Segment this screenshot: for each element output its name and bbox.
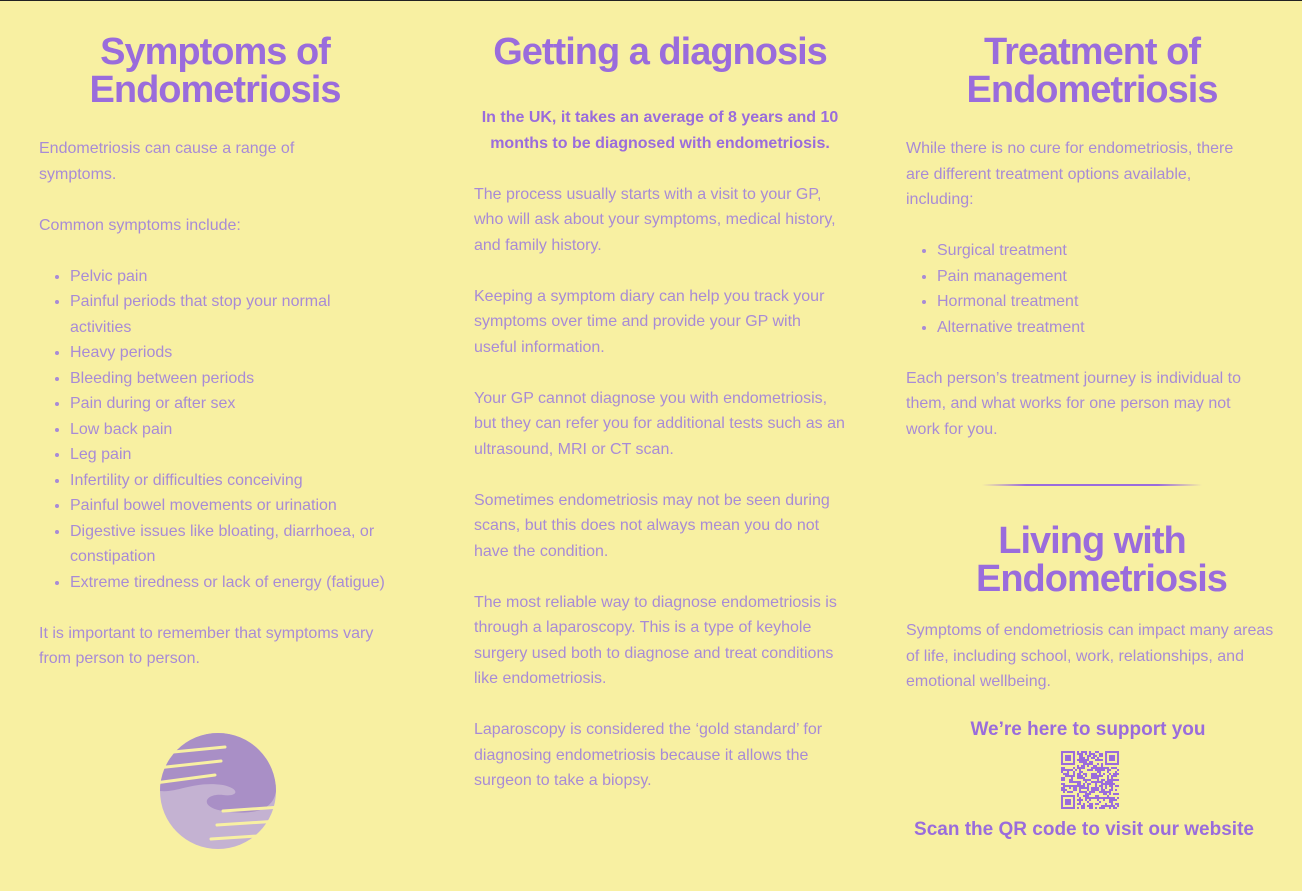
living-title: Living with Endometriosis — [976, 520, 1228, 600]
diagnosis-paragraphs: The process usually starts with a visit … — [474, 182, 846, 794]
diagnosis-paragraph: Laparoscopy is considered the ‘gold stan… — [474, 721, 823, 789]
treatment-column: Treatment of Endometriosis While there i… — [906, 1, 1278, 843]
list-item: Hormonal treatment — [937, 289, 1278, 315]
symptoms-outro: It is important to remember that symptom… — [39, 624, 374, 668]
list-item: Pain management — [937, 264, 1278, 290]
diagnosis-paragraph: Keeping a symptom diary can help you tra… — [474, 287, 825, 356]
support-heading: We’re here to support you — [970, 718, 1206, 740]
hands-logo-icon — [153, 723, 283, 849]
list-item: Pelvic pain — [70, 264, 391, 290]
symptoms-list: Pelvic painPainful periods that stop you… — [39, 264, 391, 596]
section-divider — [982, 484, 1202, 486]
symptoms-column: Symptoms of Endometriosis Endometriosis … — [39, 1, 391, 849]
list-item: Bleeding between periods — [70, 366, 391, 392]
list-item: Extreme tiredness or lack of energy (fat… — [70, 570, 391, 596]
diagnosis-highlight: In the UK, it takes an average of 8 year… — [481, 109, 839, 152]
living-text: Symptoms of endometriosis can impact man… — [906, 622, 1274, 690]
list-item: Painful bowel movements or urination — [70, 493, 391, 519]
scan-qr-text: Scan the QR code to visit our website — [914, 819, 1254, 840]
list-item: Heavy periods — [70, 340, 391, 366]
treatment-title: Treatment of Endometriosis — [966, 31, 1219, 111]
list-item: Pain during or after sex — [70, 391, 391, 417]
diagnosis-paragraph: Your GP cannot diagnose you with endomet… — [474, 389, 845, 458]
diagnosis-paragraph: The process usually starts with a visit … — [474, 185, 836, 254]
list-item: Surgical treatment — [937, 238, 1278, 264]
qr-code-icon[interactable] — [1061, 751, 1119, 809]
diagnosis-paragraph: Sometimes endometriosis may not be seen … — [474, 491, 830, 560]
diagnosis-title: Getting a diagnosis — [493, 31, 828, 73]
list-item: Leg pain — [70, 442, 391, 468]
list-item: Infertility or difficulties conceiving — [70, 468, 391, 494]
list-item: Low back pain — [70, 417, 391, 443]
list-item: Alternative treatment — [937, 315, 1278, 341]
treatment-intro: While there is no cure for endometriosis… — [906, 140, 1234, 208]
diagnosis-paragraph: The most reliable way to diagnose endome… — [474, 593, 837, 688]
symptoms-list-lead: Common symptoms include: — [39, 216, 241, 234]
symptoms-intro: Endometriosis can cause a range of sympt… — [39, 140, 295, 183]
list-item: Painful periods that stop your normal ac… — [70, 289, 391, 340]
treatment-outro: Each person’s treatment journey is indiv… — [906, 369, 1241, 438]
diagnosis-column: Getting a diagnosis In the UK, it takes … — [474, 1, 846, 819]
list-item: Digestive issues like bloating, diarrhoe… — [70, 519, 391, 570]
symptoms-title: Symptoms of Endometriosis — [89, 31, 342, 111]
treatment-list: Surgical treatmentPain managementHormona… — [906, 238, 1278, 340]
